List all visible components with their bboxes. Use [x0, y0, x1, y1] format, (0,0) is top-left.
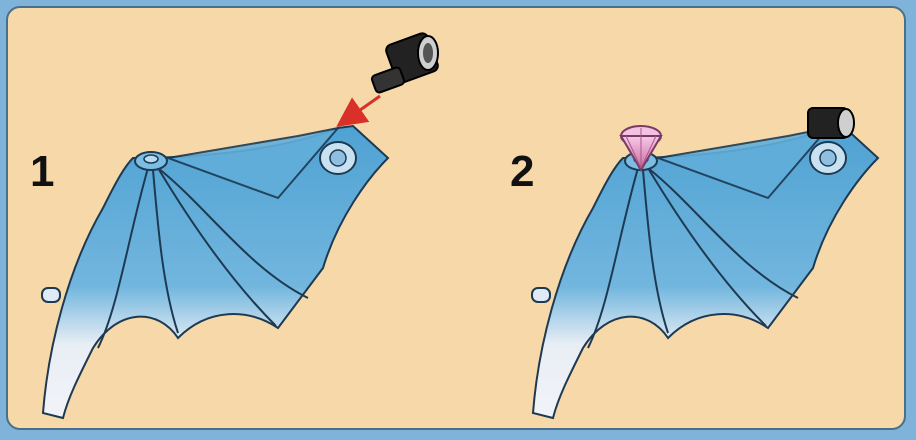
instruction-panel: 1 2	[6, 6, 906, 430]
wing-piece-step-2	[532, 126, 878, 418]
step-number-1: 1	[30, 150, 54, 194]
click-connector	[371, 32, 440, 94]
wing-piece-step-1	[42, 126, 388, 418]
attached-connector	[808, 108, 854, 138]
assembly-arrow	[346, 96, 380, 120]
instruction-illustration	[8, 8, 906, 430]
step-number-2: 2	[510, 150, 534, 194]
